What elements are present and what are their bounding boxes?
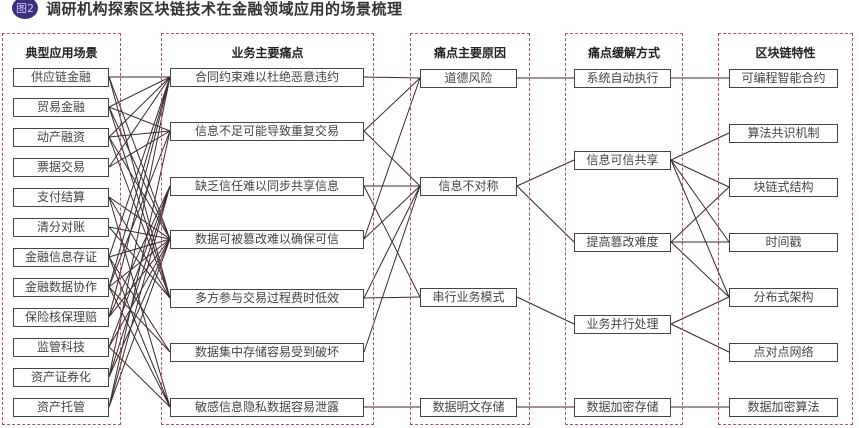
connection-line	[516, 185, 575, 243]
pain-point-node: 信息不足可能导致重复交易	[170, 122, 364, 141]
connection-line	[108, 130, 171, 288]
mitigation-column-header: 痛点缓解方式	[587, 46, 660, 60]
connection-line	[108, 76, 171, 138]
scenario-node: 票据交易	[13, 158, 109, 177]
figure-title-bar: 图2 调研机构探索区块链技术在金融领域应用的场景梳理	[12, 0, 403, 19]
scenario-node: 资产证券化	[13, 368, 109, 387]
connection-line	[108, 185, 171, 378]
connection-line	[108, 286, 171, 353]
blockchain-feature-node: 时间戳	[729, 233, 838, 252]
pain-point-column	[161, 33, 374, 425]
cause-column-header: 痛点主要原因	[433, 46, 506, 60]
connection-line	[108, 130, 171, 138]
connection-line	[108, 196, 171, 240]
mitigation-node: 业务并行处理	[574, 315, 671, 334]
blockchain-feature-node: 数据加密算法	[729, 398, 838, 417]
connection-line	[108, 76, 171, 258]
blockchain-feature-node: 可编程智能合约	[729, 69, 838, 88]
connection-line	[670, 323, 730, 353]
figure-badge-icon: 图2	[12, 0, 38, 19]
pain-point-node: 多方参与交易过程费时低效	[170, 289, 364, 308]
scenario-node: 动产融资	[13, 128, 109, 147]
pain-point-node: 数据集中存储容易受到破坏	[170, 343, 364, 362]
pain-point-node: 合同约束难以杜绝恶意违约	[170, 68, 364, 87]
connection-line	[108, 76, 171, 378]
connection-line	[108, 76, 171, 288]
cause-node: 数据明文存储	[420, 398, 517, 417]
cause-node: 道德风险	[420, 69, 517, 88]
connection-line	[108, 286, 171, 408]
mitigation-node: 数据加密存储	[574, 398, 671, 417]
connection-line	[108, 346, 171, 408]
connection-line	[516, 296, 575, 325]
pain-point-node: 数据可被篡改难以确保可信	[170, 230, 364, 249]
connection-line	[108, 76, 171, 318]
connection-line	[670, 159, 730, 298]
scenario-column	[2, 33, 121, 425]
pain-point-node: 缺乏信任难以同步共享信息	[170, 177, 364, 196]
mitigation-column	[565, 33, 683, 425]
pain-point-column-header: 业务主要痛点	[231, 46, 304, 60]
scenario-node: 贸易金融	[13, 98, 109, 117]
connection-line	[670, 132, 730, 161]
blockchain-feature-node: 块链式结构	[729, 178, 838, 197]
connection-line	[108, 196, 171, 408]
connection-line	[108, 256, 171, 408]
connection-line	[108, 185, 171, 408]
pain-point-node: 敏感信息隐私数据容易泄露	[170, 398, 364, 417]
connection-line	[670, 159, 730, 243]
scenario-node: 金融数据协作	[13, 278, 109, 297]
connection-line	[108, 185, 171, 318]
connection-line	[108, 238, 171, 258]
blockchain-feature-column	[718, 33, 853, 425]
scenario-node: 支付结算	[13, 188, 109, 207]
figure-title: 调研机构探索区块链技术在金融领域应用的场景梳理	[46, 0, 403, 18]
connection-line	[108, 185, 171, 348]
connection-line	[670, 186, 730, 243]
scenario-node: 金融信息存证	[13, 248, 109, 267]
connection-line	[108, 130, 171, 168]
connection-line	[670, 296, 730, 325]
mitigation-node: 提高篡改难度	[574, 233, 671, 252]
blockchain-feature-node: 点对点网络	[729, 343, 838, 362]
blockchain-feature-column-header: 区块链特性	[755, 46, 816, 60]
scenario-node: 保险核保理赔	[13, 308, 109, 327]
blockchain-feature-node: 分布式架构	[729, 288, 838, 307]
connection-line	[516, 159, 575, 187]
connection-line	[108, 76, 171, 168]
scenario-node: 清分对账	[13, 218, 109, 237]
mitigation-node: 信息可信共享	[574, 151, 671, 170]
cause-node: 串行业务模式	[420, 288, 517, 307]
connection-line	[108, 238, 171, 408]
connection-line	[108, 238, 171, 378]
scenario-column-header: 典型应用场景	[25, 46, 98, 60]
connection-line	[108, 226, 171, 240]
scenario-node: 供应链金融	[13, 68, 109, 87]
connection-line	[108, 130, 171, 408]
scenario-node: 监管科技	[13, 338, 109, 357]
blockchain-feature-node: 算法共识机制	[729, 124, 838, 143]
connection-line	[108, 76, 171, 108]
connection-line	[108, 256, 171, 353]
connection-line	[670, 159, 730, 188]
cause-column	[410, 33, 530, 425]
mitigation-node: 系统自动执行	[574, 69, 671, 88]
cause-node: 信息不对称	[420, 177, 517, 196]
scenario-node: 资产托管	[13, 398, 109, 417]
connection-line	[670, 241, 730, 298]
connection-line	[108, 238, 171, 318]
